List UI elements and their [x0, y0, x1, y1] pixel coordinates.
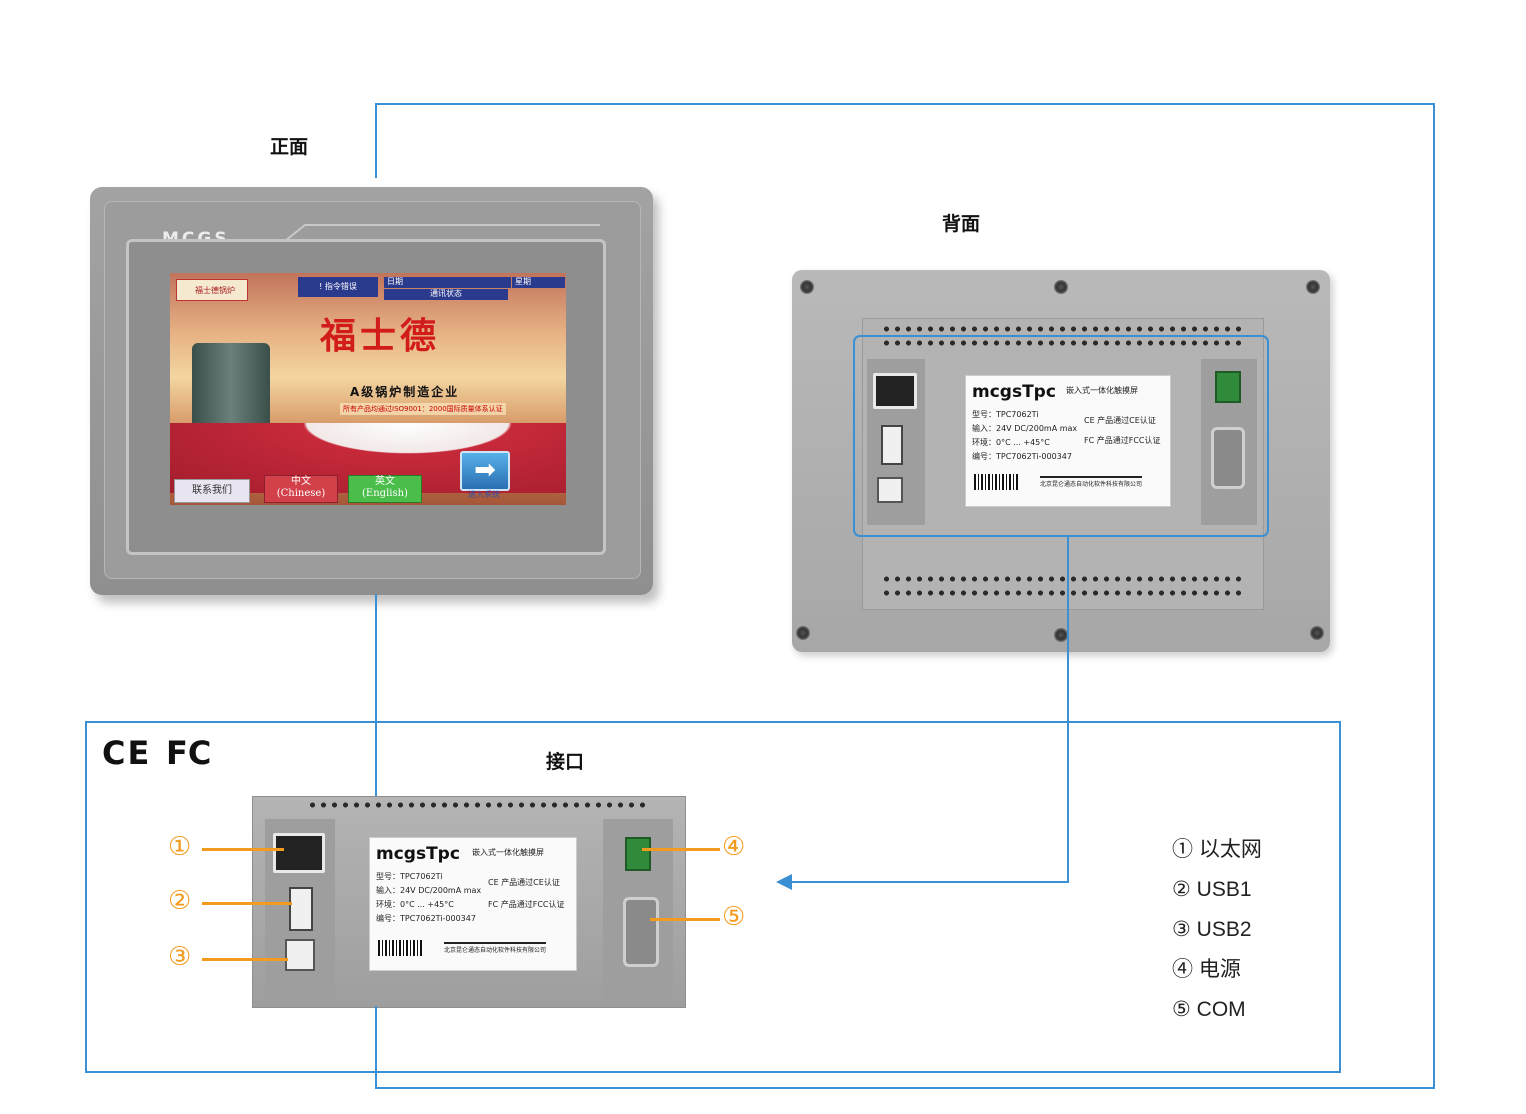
usb1-port — [289, 887, 313, 931]
legend-item: ③ USB2 — [1172, 918, 1252, 941]
ethernet-port — [273, 833, 325, 873]
usb2-port — [877, 477, 903, 503]
screw-icon — [1310, 626, 1324, 640]
ethernet-port — [873, 373, 917, 409]
nameplate-line: 型号：TPC7062Ti — [376, 872, 443, 881]
nameplate-ce: CE 产品通过CE认证 — [488, 878, 560, 887]
back-nameplate: mcgsTpc 嵌入式一体化触摸屏 型号：TPC7062Ti 输入：24V DC… — [965, 375, 1171, 507]
nameplate-ce: CE 产品通过CE认证 — [1084, 416, 1156, 425]
nameplate-brand: mcgsTpc — [376, 844, 460, 864]
legend-item: ④ 电源 — [1172, 958, 1241, 981]
interface-panel: mcgsTpc 嵌入式一体化触摸屏 型号：TPC7062Ti 输入：24V DC… — [252, 796, 686, 1008]
nameplate-line: 输入：24V DC/200mA max — [972, 424, 1078, 433]
barcode — [378, 940, 422, 956]
nameplate-line: 输入：24V DC/200mA max — [376, 886, 482, 895]
screw-icon — [1054, 628, 1068, 642]
screw-icon — [800, 280, 814, 294]
nameplate-product: 嵌入式一体化触摸屏 — [472, 848, 544, 857]
front-panel: MCGS 福士德锅炉 ! 指令错误 日期 通讯状态 星期 福士德 A级锅炉制造企… — [90, 187, 653, 595]
nameplate-footer: 北京昆仑通态自动化软件科技有限公司 — [1040, 476, 1143, 492]
front-view-label: 正面 — [270, 136, 309, 158]
pointer-arrow-icon — [776, 874, 792, 890]
nameplate-line: 环境：0°C ... +45°C — [972, 438, 1050, 447]
callout-line — [202, 902, 292, 905]
callout-4: ④ — [722, 832, 746, 862]
callout-line — [202, 958, 288, 961]
screw-icon — [1054, 280, 1068, 294]
nameplate-line: 编号：TPC7062Ti-000347 — [376, 914, 476, 923]
nameplate-fc: FC 产品通过FCC认证 — [488, 900, 565, 909]
vent-holes — [881, 339, 1245, 347]
usb1-port — [881, 425, 903, 465]
nameplate-footer: 北京昆仑通态自动化软件科技有限公司 — [444, 942, 547, 958]
callout-line — [650, 918, 720, 921]
barcode — [974, 474, 1018, 490]
power-terminal — [1215, 371, 1241, 403]
nameplate-line: 环境：0°C ... +45°C — [376, 900, 454, 909]
nameplate-fc: FC 产品通过FCC认证 — [1084, 436, 1161, 445]
vent-holes — [881, 575, 1245, 583]
company-subtitle: A级锅炉制造企业 — [350, 385, 460, 399]
callout-3: ③ — [168, 942, 192, 972]
vent-holes — [307, 801, 647, 809]
com-port — [1211, 427, 1245, 489]
callout-line — [202, 848, 284, 851]
company-logo: 福士德锅炉 — [176, 279, 248, 301]
legend-item: ① 以太网 — [1172, 838, 1262, 861]
date-field: 日期 — [384, 277, 511, 288]
legend-item: ② USB1 — [1172, 878, 1252, 901]
callout-2: ② — [168, 886, 192, 916]
com-port — [623, 897, 659, 967]
back-panel: mcgsTpc 嵌入式一体化触摸屏 型号：TPC7062Ti 输入：24V DC… — [792, 270, 1330, 652]
company-title: 福士德 — [320, 315, 441, 357]
weekday-field: 星期 — [512, 277, 565, 288]
command-error-button[interactable]: ! 指令错误 — [298, 277, 378, 297]
interface-nameplate: mcgsTpc 嵌入式一体化触摸屏 型号：TPC7062Ti 输入：24V DC… — [369, 837, 577, 971]
back-view-label: 背面 — [942, 213, 981, 235]
usb2-port — [285, 939, 315, 971]
touch-screen: 福士德锅炉 ! 指令错误 日期 通讯状态 星期 福士德 A级锅炉制造企业 所有产… — [170, 273, 566, 505]
contact-us-button[interactable]: 联系我们 — [174, 479, 250, 503]
callout-line — [642, 848, 720, 851]
legend-item: ⑤ COM — [1172, 998, 1246, 1021]
vent-holes — [881, 325, 1245, 333]
nameplate-brand: mcgsTpc — [972, 382, 1056, 402]
screw-icon — [1306, 280, 1320, 294]
power-terminal — [625, 837, 651, 871]
back-rear-housing: mcgsTpc 嵌入式一体化触摸屏 型号：TPC7062Ti 输入：24V DC… — [862, 318, 1264, 610]
nameplate-product: 嵌入式一体化触摸屏 — [1066, 386, 1138, 395]
callout-1: ① — [168, 832, 192, 862]
port-legend: ① 以太网 ② USB1 ③ USB2 ④ 电源 ⑤ COM — [1172, 830, 1262, 1030]
certification-text: 所有产品均通过ISO9001：2000国际质量体系认证 — [340, 403, 506, 415]
english-button[interactable]: 英文 (English) — [348, 475, 422, 503]
ce-mark: CE — [102, 734, 152, 772]
nameplate-line: 编号：TPC7062Ti-000347 — [972, 452, 1072, 461]
chinese-button[interactable]: 中文 (Chinese) — [264, 475, 338, 503]
interface-view-label: 接口 — [546, 751, 585, 773]
vent-holes — [881, 589, 1245, 597]
callout-5: ⑤ — [722, 902, 746, 932]
fc-mark: FC — [166, 734, 212, 772]
nameplate-line: 型号：TPC7062Ti — [972, 410, 1039, 419]
comm-status-field: 通讯状态 — [384, 289, 508, 300]
enter-system-label: 进入系统 — [468, 490, 500, 499]
enter-arrow-icon[interactable]: ➡ — [460, 451, 510, 491]
screw-icon — [796, 626, 810, 640]
